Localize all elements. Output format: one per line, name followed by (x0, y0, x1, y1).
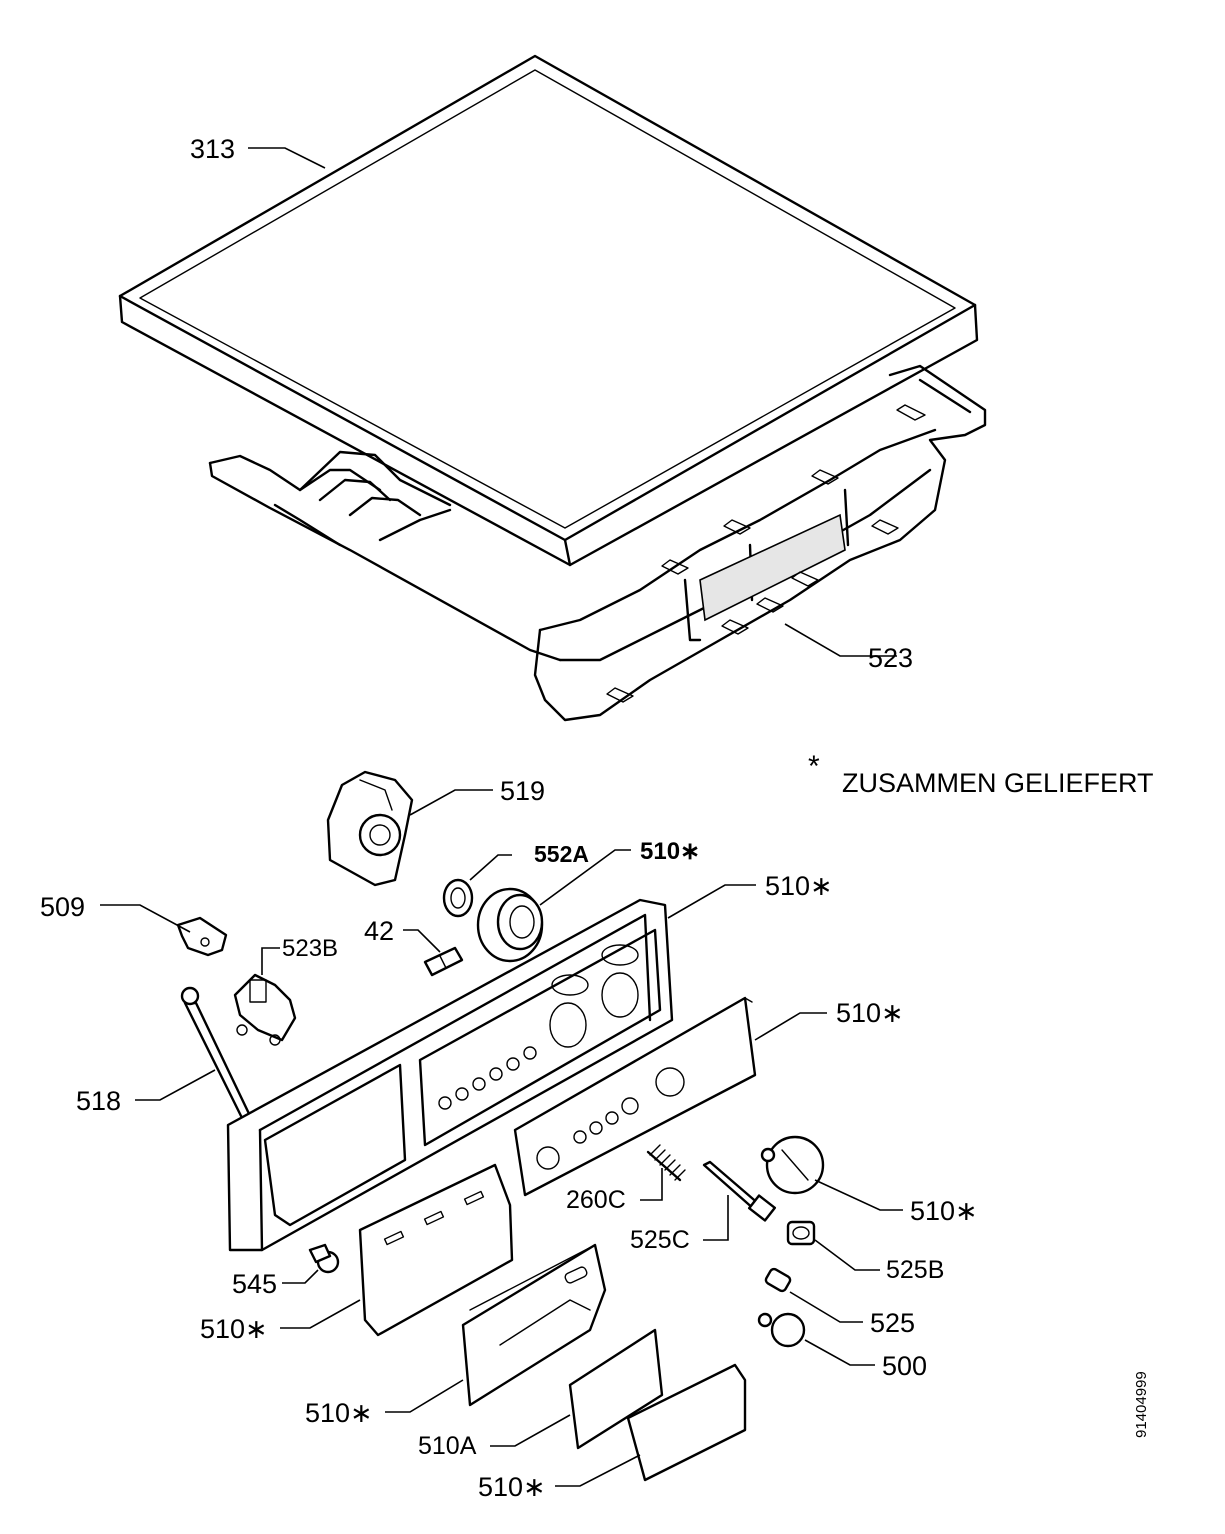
part-313-top-cover (118, 54, 979, 567)
callout-42: 42 (364, 916, 395, 946)
part-42-switch (423, 946, 464, 977)
part-525-pin (764, 1267, 792, 1293)
part-552a-ring (442, 878, 474, 918)
part-523b-clip (233, 973, 297, 1046)
callout-552a: 552A (534, 841, 589, 867)
part-523-frame (208, 364, 987, 722)
callout-510-drawer-body: 510∗ (305, 1398, 373, 1428)
part-509-latch (176, 916, 228, 957)
part-260c-spring (646, 1144, 686, 1182)
part-510-drawer-front (358, 1163, 514, 1337)
callout-525b: 525B (886, 1256, 945, 1284)
callout-525: 525 (870, 1308, 916, 1338)
note-asterisk: * (808, 750, 820, 783)
callout-510-faceplate: 510∗ (836, 998, 904, 1028)
callout-523b: 523B (282, 935, 339, 962)
part-500-knob (757, 1312, 806, 1348)
callout-545: 545 (232, 1269, 278, 1299)
document-number: 91404999 (1133, 1371, 1150, 1438)
callout-509: 509 (40, 892, 86, 922)
callout-510-knob: 510∗ (910, 1196, 978, 1226)
part-510-faceplate (513, 996, 757, 1197)
callout-260c: 260C (566, 1186, 626, 1214)
callout-525c: 525C (630, 1226, 690, 1254)
part-510-knob-bezel (476, 887, 544, 963)
part-510-drawer-body (461, 1243, 607, 1407)
part-510a-label (568, 1328, 664, 1450)
part-525c-shaft (702, 1160, 777, 1222)
leader-lines (100, 147, 903, 1487)
part-510-flap (626, 1363, 747, 1482)
callout-313: 313 (190, 134, 236, 164)
callout-510-drawer-front: 510∗ (200, 1314, 268, 1344)
part-545-screw (308, 1243, 340, 1274)
callout-510-bezel: 510∗ (640, 838, 701, 865)
callout-510a: 510A (418, 1432, 477, 1460)
callout-510-flap: 510∗ (478, 1472, 546, 1502)
callout-510-panel: 510∗ (765, 871, 833, 901)
callout-500: 500 (882, 1351, 928, 1381)
callout-518: 518 (76, 1086, 122, 1116)
part-519-bracket (326, 770, 414, 887)
part-510-control-panel (226, 898, 674, 1252)
callout-519: 519 (500, 776, 546, 806)
part-525b-button (786, 1220, 816, 1246)
part-510-knob (760, 1135, 825, 1195)
callout-523: 523 (868, 643, 914, 673)
note-text: ZUSAMMEN GELIEFERT (842, 768, 1154, 798)
